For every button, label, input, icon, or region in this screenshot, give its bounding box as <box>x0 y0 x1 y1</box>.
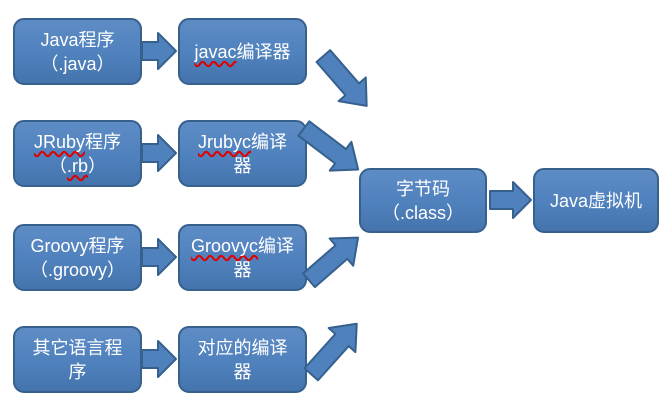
node-label-line: 其它语言程 <box>32 337 123 358</box>
node-label-line: Jrubyc编译 <box>198 130 287 154</box>
misspelled-word: javac <box>194 41 237 62</box>
label-text: 编译 <box>251 131 287 152</box>
node-corresponding-compiler: 对应的编译 器 <box>178 326 307 393</box>
label-text: 编译器 <box>236 41 291 62</box>
misspelled-word: .rb <box>66 155 88 176</box>
right-arrow-icon-other-to-compiler <box>141 340 177 378</box>
node-label-line: （.groovy） <box>29 259 126 280</box>
node-label-line: Groovy程序 <box>30 235 125 256</box>
misspelled-word: Jrubyc <box>197 131 251 152</box>
node-label-line: Java程序 <box>40 29 115 50</box>
node-label-line: 器 <box>233 361 252 382</box>
node-jvm: Java虚拟机 <box>533 168 659 233</box>
label-text: ） <box>88 155 106 176</box>
label-text: 编译 <box>258 235 295 256</box>
label-text: 程序 <box>85 131 122 152</box>
right-arrow-icon-bytecode-to-jvm <box>489 181 532 219</box>
node-label-line: （.rb） <box>49 154 106 178</box>
node-bytecode: 字节码 （.class） <box>359 168 487 233</box>
node-label-line: 器 <box>234 258 252 282</box>
right-arrow-icon-java-to-javac <box>141 32 177 70</box>
diagonal-arrow-icon-groovyc-to-bytecode <box>302 236 360 289</box>
node-javac-compiler: javac编译器 <box>178 18 307 85</box>
node-label-line: JRuby程序 <box>34 130 121 154</box>
node-other-language-source: 其它语言程 序 <box>13 326 142 393</box>
node-jrubyc-compiler: Jrubyc编译 器 <box>178 120 307 187</box>
misspelled-word: JRuby <box>33 131 86 152</box>
node-label-line: 序 <box>68 361 87 382</box>
node-label-line: 对应的编译 <box>197 337 288 358</box>
node-label-line: Java虚拟机 <box>549 190 643 211</box>
right-arrow-icon-jruby-to-jrubyc <box>141 134 177 172</box>
label-text: 器 <box>233 155 252 176</box>
node-label-line: javac编译器 <box>194 40 290 64</box>
misspelled-word: Groovyc <box>190 235 259 256</box>
label-text: 器 <box>233 259 252 280</box>
diagonal-arrow-icon-jrubyc-to-bytecode <box>297 120 360 172</box>
diagonal-arrow-icon-javac-to-bytecode <box>315 49 368 107</box>
node-label-line: （.class） <box>381 202 464 223</box>
label-text: （ <box>48 155 67 176</box>
diagonal-arrow-icon-other-to-bytecode <box>303 322 358 382</box>
node-label-line: 器 <box>234 154 252 178</box>
node-groovy-source: Groovy程序 （.groovy） <box>13 224 142 291</box>
node-label-line: 字节码 <box>396 178 450 199</box>
node-java-source: Java程序 （.java） <box>13 18 142 85</box>
right-arrow-icon-groovy-to-groovyc <box>141 238 177 276</box>
node-groovyc-compiler: Groovyc编译 器 <box>178 224 307 291</box>
node-label-line: （.java） <box>40 53 115 74</box>
node-jruby-source: JRuby程序 （.rb） <box>13 120 142 187</box>
node-label-line: Groovyc编译 <box>191 234 294 258</box>
